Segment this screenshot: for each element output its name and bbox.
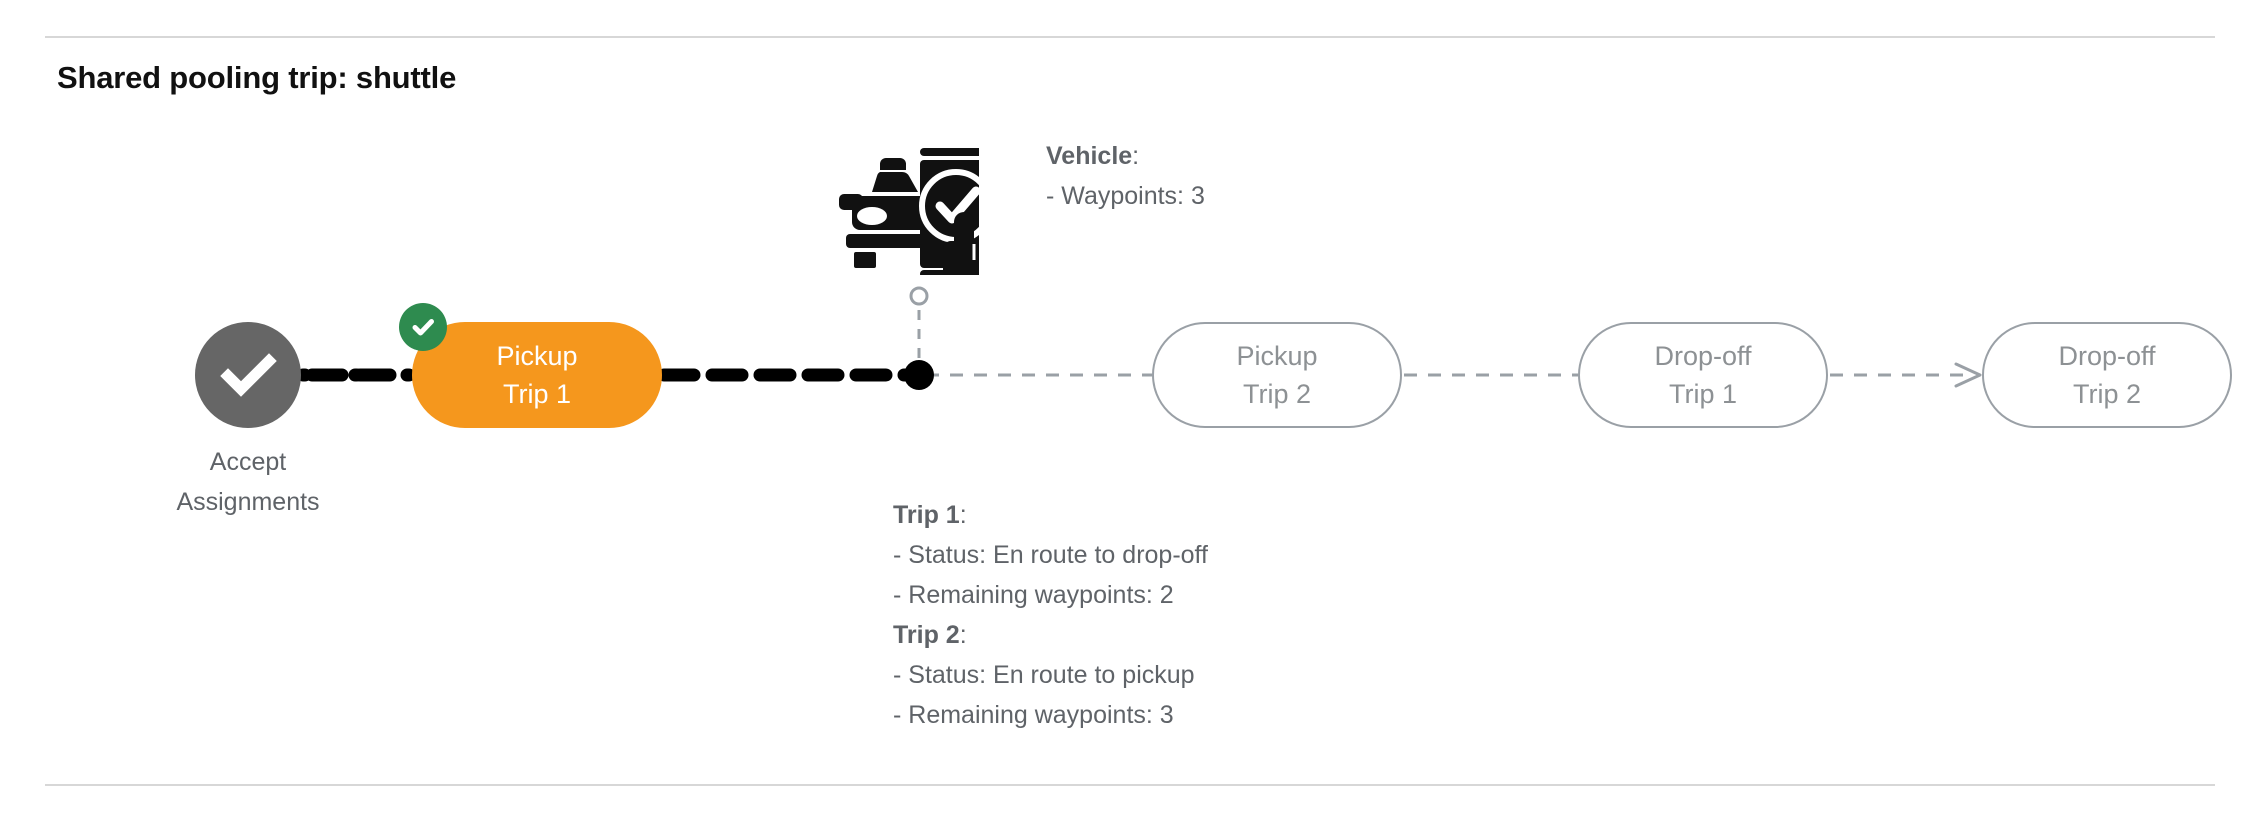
arrow-head-icon	[1954, 362, 1982, 388]
vehicle-phone-check-icon	[824, 120, 993, 289]
vehicle-label: Vehicle	[1046, 142, 1133, 170]
trip-2-label: Trip 2	[893, 621, 960, 649]
trip-1-status: - Status: En route to drop-off	[893, 541, 1208, 569]
vehicle-details: Vehicle: - Waypoints: 3	[1046, 136, 1205, 216]
bottom-divider	[45, 784, 2215, 786]
trip-2-heading: Trip 2:	[893, 615, 1208, 655]
trip-2-status: - Status: En route to pickup	[893, 661, 1195, 689]
trip-2-label-colon: :	[959, 621, 967, 649]
vehicle-details-heading: Vehicle:	[1046, 136, 1205, 176]
trip-1-heading: Trip 1:	[893, 495, 1208, 535]
node-dropoff-trip-2[interactable]: Drop-off Trip 2	[1982, 322, 2232, 428]
node-pickup-trip-2[interactable]: Pickup Trip 2	[1152, 322, 1402, 428]
trip-1-waypoints: - Remaining waypoints: 2	[893, 581, 1174, 609]
trip-1-label-colon: :	[959, 501, 967, 529]
node-dropoff-trip-1[interactable]: Drop-off Trip 1	[1578, 322, 1828, 428]
node-accept-assignments[interactable]	[195, 322, 301, 428]
vehicle-label-colon: :	[1132, 142, 1140, 170]
trip-details: Trip 1: - Status: En route to drop-off -…	[893, 495, 1208, 735]
trip-2-waypoints: - Remaining waypoints: 3	[893, 701, 1174, 729]
vehicle-waypoints-line: - Waypoints: 3	[1046, 182, 1205, 210]
node-accept-assignments-label: Accept Assignments	[176, 448, 320, 516]
trip-1-label: Trip 1	[893, 501, 960, 529]
top-divider	[45, 36, 2215, 38]
completed-check-badge-icon	[399, 303, 447, 351]
check-circle-icon	[195, 322, 301, 428]
node-pickup-trip-1[interactable]: Pickup Trip 1	[412, 322, 662, 428]
page-title: Shared pooling trip: shuttle	[57, 60, 457, 95]
vehicle-position-marker	[904, 360, 934, 390]
vehicle-leader-endpoint-icon	[909, 286, 929, 306]
